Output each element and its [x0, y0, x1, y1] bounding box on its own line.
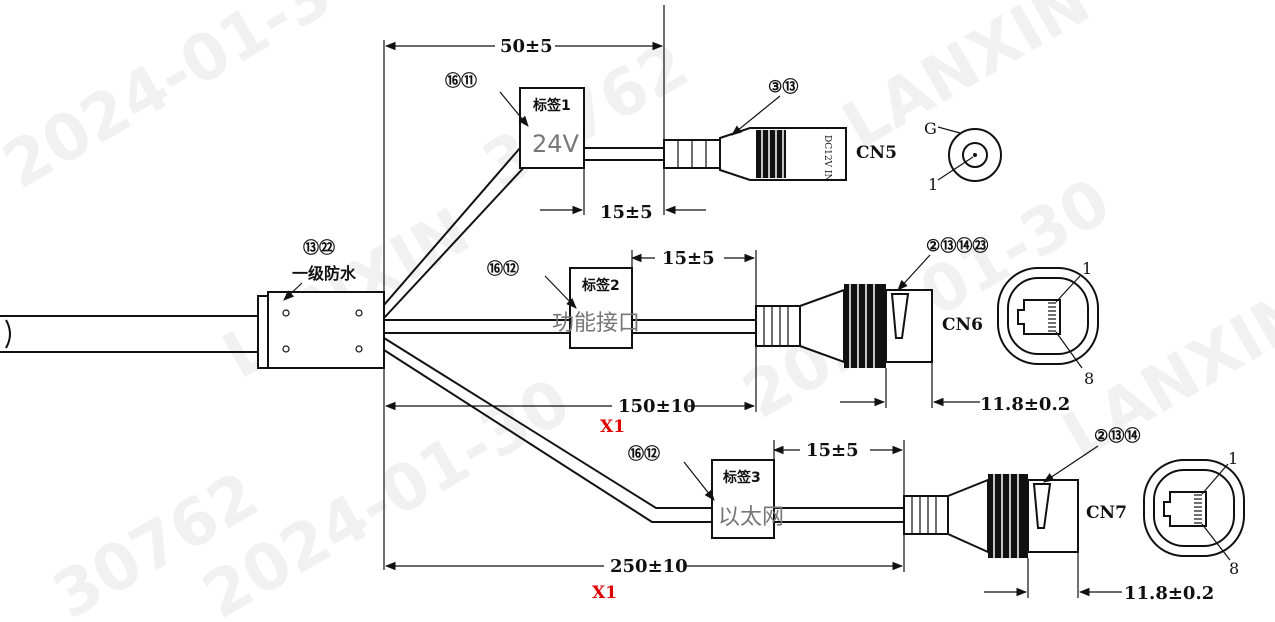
cn7-pin8: 8 — [1229, 559, 1239, 578]
pin-1-dc: 1 — [928, 175, 938, 194]
waterproof-gland — [257, 291, 385, 369]
label-tag-1: 标签1 24V — [519, 87, 585, 169]
cn6-pin8: 8 — [1084, 369, 1094, 388]
dim-150: 150±10 — [618, 396, 696, 417]
dim-15-power: 15±5 — [600, 202, 653, 223]
cn6-label: CN6 — [942, 315, 983, 335]
svg-text:LANXIN: LANXIN — [831, 0, 1102, 164]
plug-label: DC12V IN — [822, 135, 832, 181]
pin-g: G — [924, 119, 937, 138]
rj45-plug-cn7 — [903, 474, 1079, 558]
rj45-face-cn7 — [1143, 459, 1245, 561]
tag-2-title: 标签2 — [581, 277, 620, 294]
tag-3-text: 以太网 — [718, 505, 784, 530]
dim-250: 250±10 — [610, 556, 688, 577]
cn7-callout: ②⑬⑭ — [1094, 426, 1140, 445]
cn7-pin1: 1 — [1228, 449, 1238, 468]
tag-3-callout: ⑯⑫ — [628, 444, 660, 463]
main-cable — [0, 315, 262, 353]
dim-11-8-cn6: 11.8±0.2 — [980, 394, 1070, 415]
qty-x1-eth: X1 — [592, 583, 617, 603]
label-tag-2: 标签2 功能接口 — [552, 267, 640, 349]
trunk-callout: ⑬㉒ — [303, 238, 335, 257]
dim-15-func: 15±5 — [662, 248, 715, 269]
dc-plug-callout: ③⑬ — [768, 77, 798, 96]
dc-power-plug: DC12V IN — [663, 127, 847, 181]
rj45-plug-cn6 — [755, 284, 933, 368]
cn7-label: CN7 — [1086, 503, 1127, 523]
tag-1-text: 24V — [532, 130, 580, 158]
cn5-label: CN5 — [856, 143, 897, 163]
dim-15-eth: 15±5 — [806, 440, 859, 461]
cn6-callout: ②⑬⑭㉓ — [926, 236, 988, 255]
cn6-pin1: 1 — [1082, 259, 1092, 278]
rj45-face-cn6 — [997, 267, 1099, 369]
dc-pin-diagram — [937, 126, 1002, 182]
dim-50: 50±5 — [500, 36, 553, 57]
qty-x1-func: X1 — [600, 417, 625, 437]
tag-2-callout: ⑯⑫ — [487, 259, 519, 278]
trunk-label: 一级防水 — [292, 264, 357, 283]
svg-text:2024-01-30: 2024-01-30 — [0, 0, 383, 204]
tag-1-callout: ⑯⑪ — [445, 71, 477, 90]
tag-3-title: 标签3 — [722, 469, 761, 486]
tag-1-title: 标签1 — [532, 97, 571, 114]
dim-11-8-cn7: 11.8±0.2 — [1124, 583, 1214, 604]
label-tag-3: 标签3 以太网 — [711, 459, 784, 539]
tag-2-text: 功能接口 — [552, 311, 640, 336]
